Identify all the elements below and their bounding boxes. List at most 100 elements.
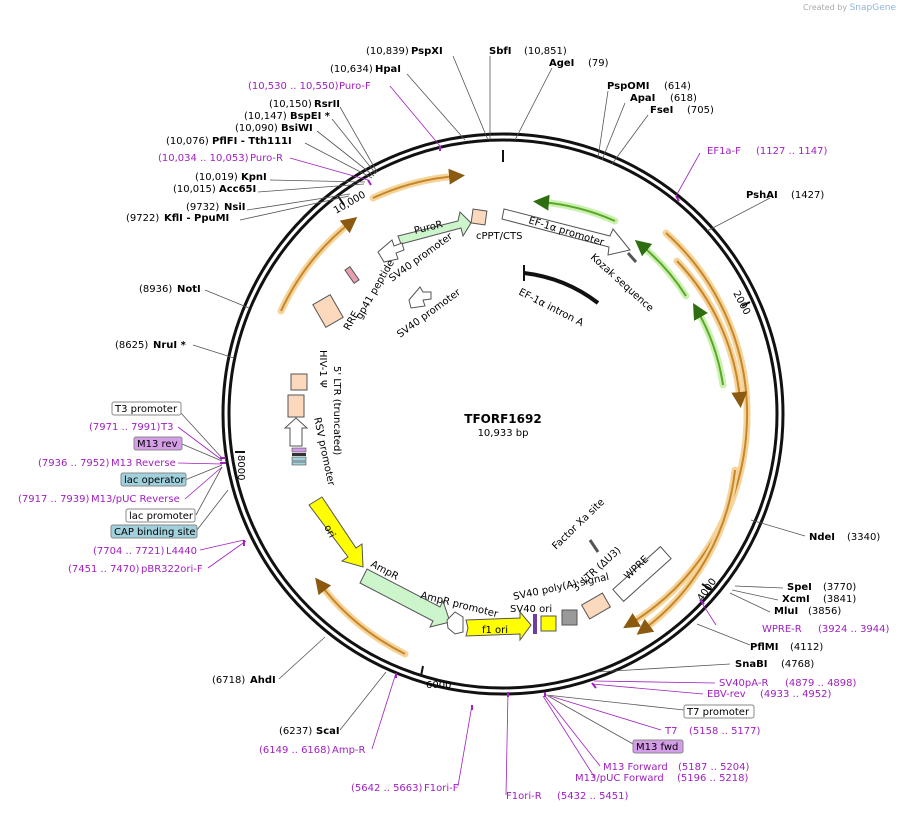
boxed-label-cap-binding-site[interactable]: CAP binding site	[110, 524, 198, 539]
site-name-snabi[interactable]: SnaBI	[735, 659, 767, 670]
primer-name-puro-r[interactable]: Puro-R	[250, 153, 283, 164]
primer-name-wpre-r[interactable]: WPRE-R	[762, 624, 802, 635]
primer-name-ebv-rev[interactable]: EBV-rev	[707, 689, 746, 700]
boxed-label-t7-promoter[interactable]: T7 promoter	[683, 704, 755, 719]
ltr3-feature[interactable]	[580, 592, 612, 620]
primer-name-l4440[interactable]: L4440	[166, 546, 197, 557]
site-pos-spei: (3770)	[823, 582, 856, 593]
primer-name-t3[interactable]: T3	[160, 422, 173, 433]
plasmid-size: 10,933 bp	[478, 428, 529, 439]
orf-arc-2	[676, 260, 748, 408]
boxed-label-lac-promoter[interactable]: lac promoter	[125, 508, 196, 523]
rre-feature[interactable]	[312, 294, 344, 328]
site-name-pflmi[interactable]: PflMI	[750, 642, 778, 653]
insert-arc-left	[280, 217, 358, 312]
factor-xa-label: Factor Xa site	[550, 497, 607, 552]
site-pos-pspomi: (614)	[664, 81, 691, 92]
primer-name-f1ori-r[interactable]: F1ori-R	[506, 791, 542, 802]
site-name-mlui[interactable]: MluI	[774, 606, 798, 617]
created-by-text: Created by	[803, 3, 848, 12]
ltr5-label: 5' LTR (truncated)	[331, 366, 342, 455]
primer-name-ef1a-f[interactable]: EF1a-F	[707, 146, 741, 157]
site-name-noti[interactable]: NotI	[177, 284, 201, 295]
green-arc-top	[533, 194, 616, 222]
boxed-leader-lines	[179, 411, 685, 745]
f1ori-feature[interactable]	[465, 610, 532, 642]
ef1a-promoter-feature[interactable]	[501, 208, 631, 256]
wpre-feature[interactable]	[612, 545, 672, 603]
grey-feature[interactable]	[561, 609, 578, 626]
primer-range-t3: (7971 .. 7991)	[89, 422, 161, 433]
ampr-arc	[315, 577, 406, 655]
site-name-pflfi[interactable]: PflFI - Tth111I	[212, 136, 292, 147]
primer-name-m13puc-forward[interactable]: M13/pUC Forward	[575, 773, 664, 784]
primer-range-amp-r: (6149 .. 6168)	[259, 745, 331, 756]
ltr5-feature[interactable]	[287, 394, 305, 418]
boxed-label-m13-fwd[interactable]: M13 fwd	[632, 739, 684, 754]
primer-name-m13-reverse[interactable]: M13 Reverse	[111, 458, 176, 469]
boxed-label-t3-promoter-text: T3 promoter	[114, 404, 178, 415]
primer-range-m13puc-reverse: (7917 .. 7939)	[18, 494, 90, 505]
hiv-psi-feature[interactable]	[290, 373, 308, 391]
primer-name-f1ori-f[interactable]: F1ori-F	[424, 783, 459, 794]
boxed-label-m13-fwd-text: M13 fwd	[636, 742, 678, 753]
gp41-feature[interactable]	[344, 266, 360, 284]
ef1a-intron-feature[interactable]	[523, 271, 600, 305]
boxed-label-t3-promoter[interactable]: T3 promoter	[111, 401, 182, 416]
site-name-ndei[interactable]: NdeI	[809, 532, 835, 543]
site-name-xcmi[interactable]: XcmI	[782, 594, 810, 605]
green-arc-right	[634, 239, 687, 297]
ori-feature[interactable]	[308, 496, 364, 568]
site-name-scai[interactable]: ScaI	[316, 726, 340, 737]
primer-name-m13puc-reverse[interactable]: M13/pUC Reverse	[91, 494, 180, 505]
site-name-bspei[interactable]: BspEI *	[290, 111, 331, 122]
factor-xa-mark	[588, 539, 600, 553]
site-name-acc65i[interactable]: Acc65I	[219, 184, 256, 195]
site-pos-noti: (8936)	[139, 284, 172, 295]
site-pos-pflmi: (4112)	[790, 642, 823, 653]
primer-name-pbr322ori-f[interactable]: pBR322ori-F	[141, 564, 203, 575]
boxed-label-m13-rev[interactable]: M13 rev	[133, 436, 183, 451]
cppt-feature[interactable]	[470, 208, 488, 226]
boxed-label-lac-operator[interactable]: lac operator	[120, 472, 187, 487]
site-name-sbfi[interactable]: SbfI	[489, 46, 511, 57]
site-pos-kpni: (10,019)	[195, 172, 238, 183]
site-name-hpai[interactable]: HpaI	[375, 64, 401, 75]
primer-name-m13-forward[interactable]: M13 Forward	[603, 762, 668, 773]
site-name-nrui[interactable]: NruI *	[153, 340, 187, 351]
primer-name-amp-r[interactable]: Amp-R	[332, 745, 366, 756]
primer-name-t7[interactable]: T7	[664, 726, 677, 737]
site-name-fsei[interactable]: FseI	[650, 105, 673, 116]
primer-range-f1ori-r: (5432 .. 5451)	[557, 791, 629, 802]
site-name-apai[interactable]: ApaI	[630, 93, 655, 104]
site-name-nsii[interactable]: NsiI	[224, 202, 245, 213]
boxed-label-t7-promoter-text: T7 promoter	[686, 707, 750, 718]
sv40-ori-label: SV40 ori	[510, 604, 552, 615]
site-pos-pshai: (1427)	[791, 190, 824, 201]
sv40-promoter-1-feature[interactable]	[377, 239, 405, 263]
site-name-bsiwi[interactable]: BsiWI	[281, 123, 313, 134]
primer-name-sv40pa-r[interactable]: SV40pA-R	[719, 678, 768, 689]
tick-mark-10000	[337, 195, 345, 206]
tick-label-8000: 8000	[235, 455, 246, 480]
sv40-ori-marker	[533, 614, 537, 634]
primer-range-m13-reverse: (7936 .. 7952)	[38, 458, 110, 469]
site-name-pspxi[interactable]: PspXI	[411, 46, 443, 57]
site-pos-scai: (6237)	[279, 726, 312, 737]
ampr-promoter-feature[interactable]	[446, 611, 464, 635]
site-name-pshai[interactable]: PshAI	[746, 190, 778, 201]
site-name-pspomi[interactable]: PspOMI	[607, 81, 649, 92]
puror-feature[interactable]	[397, 211, 472, 245]
rsv-promoter-feature[interactable]	[283, 417, 309, 447]
site-name-kpni[interactable]: KpnI	[241, 172, 267, 183]
site-pos-ndei: (3340)	[847, 532, 880, 543]
site-name-ahdi[interactable]: AhdI	[250, 675, 276, 686]
site-name-kfli[interactable]: KflI - PpuMI	[164, 213, 229, 224]
sv40-polya-feature[interactable]	[540, 615, 557, 632]
ampr-feature[interactable]	[359, 568, 451, 628]
site-name-agei[interactable]: AgeI	[549, 58, 574, 69]
site-name-rsrii[interactable]: RsrII	[314, 99, 340, 110]
site-name-spei[interactable]: SpeI	[787, 582, 812, 593]
primer-name-puro-f[interactable]: Puro-F	[339, 81, 371, 92]
sv40-promoter-2-feature[interactable]	[408, 286, 432, 309]
